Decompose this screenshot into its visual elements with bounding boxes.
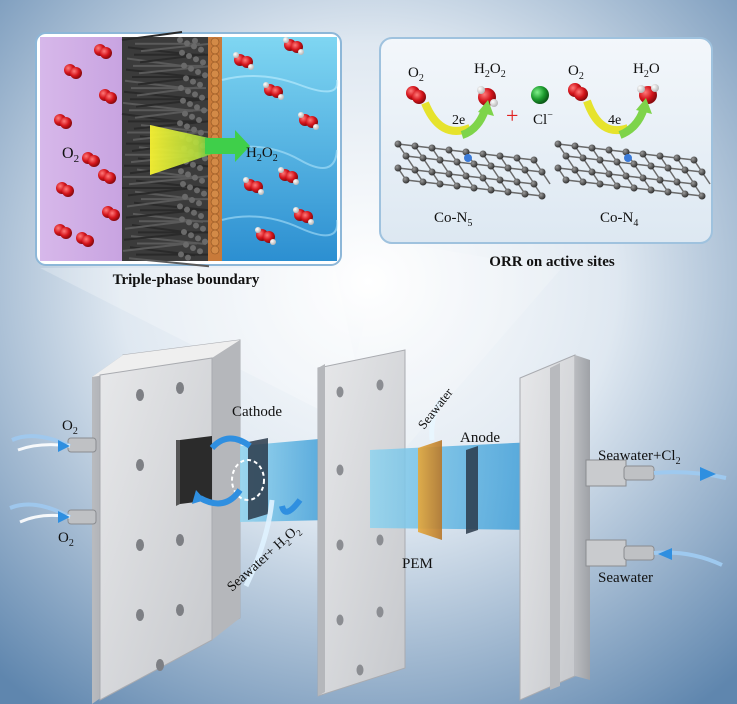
seawater-cl2-outlet-label: Seawater+Cl2 bbox=[598, 448, 681, 467]
membrane-beads bbox=[210, 37, 220, 255]
cathode-channel bbox=[192, 435, 330, 588]
co-n4-graphene-sheet bbox=[554, 140, 711, 200]
cathode-label: Cathode bbox=[232, 404, 282, 420]
left-h2o2-label: H2O2 bbox=[246, 145, 278, 164]
orr-caption: ORR on active sites bbox=[489, 254, 615, 270]
four-electron-label: 4e bbox=[608, 113, 621, 128]
cl-label: Cl− bbox=[533, 110, 553, 128]
plus-sign: + bbox=[506, 103, 518, 128]
h2o2-production-arrow bbox=[205, 130, 250, 162]
orr-o2-left-label: O2 bbox=[408, 65, 424, 84]
left-o2-label: O2 bbox=[62, 145, 79, 165]
anode-end-plate bbox=[519, 354, 590, 701]
left-panel-beam bbox=[40, 268, 365, 420]
orr-o2-right-label: O2 bbox=[568, 63, 584, 82]
anode-electrode bbox=[466, 446, 478, 534]
cathode-end-plate bbox=[92, 339, 241, 704]
cathode-flow-window bbox=[180, 436, 212, 504]
o2-bottom-inlet-label: O2 bbox=[58, 530, 74, 549]
pem-label: PEM bbox=[402, 556, 433, 572]
cathode-electrode bbox=[248, 438, 268, 520]
h2o2-molecules bbox=[233, 37, 319, 245]
o2-top-inlet-label: O2 bbox=[62, 418, 78, 437]
gas-phase-region bbox=[40, 37, 128, 261]
triple-phase-boundary-panel: O2 H2O2 bbox=[35, 31, 342, 268]
two-electron-label: 2e bbox=[452, 113, 465, 128]
o2-molecules bbox=[54, 44, 120, 247]
anode-label: Anode bbox=[460, 430, 500, 446]
orr-h2o2-label: H2O2 bbox=[474, 61, 506, 80]
cl-ion bbox=[531, 86, 549, 104]
o2-inlet-pipes bbox=[9, 434, 97, 525]
pem-membrane bbox=[418, 440, 442, 540]
orr-active-sites-panel: O2 H2O2 2e + Cl− O2 H2O 4e Co-N5 Co-N4 bbox=[379, 37, 713, 244]
middle-plate bbox=[317, 349, 406, 697]
seawater-h2o2-outflow bbox=[243, 499, 275, 588]
triple-phase-caption: Triple-phase boundary bbox=[113, 272, 260, 288]
co-n4-label: Co-N4 bbox=[600, 210, 638, 229]
middle-plate-holes bbox=[336, 379, 384, 676]
anode-channel bbox=[370, 398, 535, 540]
cathode-plate-holes bbox=[136, 382, 184, 671]
co-n5-graphene-sheet bbox=[394, 140, 551, 200]
outlet-pipes bbox=[585, 459, 727, 567]
seawater-outlet-label: Seawater bbox=[598, 570, 653, 586]
orr-h2o-label: H2O bbox=[633, 61, 660, 80]
seawater-inlet-stream bbox=[429, 398, 443, 441]
o2-diffusion-cone bbox=[150, 125, 218, 175]
co-n5-label: Co-N5 bbox=[434, 210, 472, 229]
cathode-flow-arrow-top bbox=[209, 435, 252, 451]
